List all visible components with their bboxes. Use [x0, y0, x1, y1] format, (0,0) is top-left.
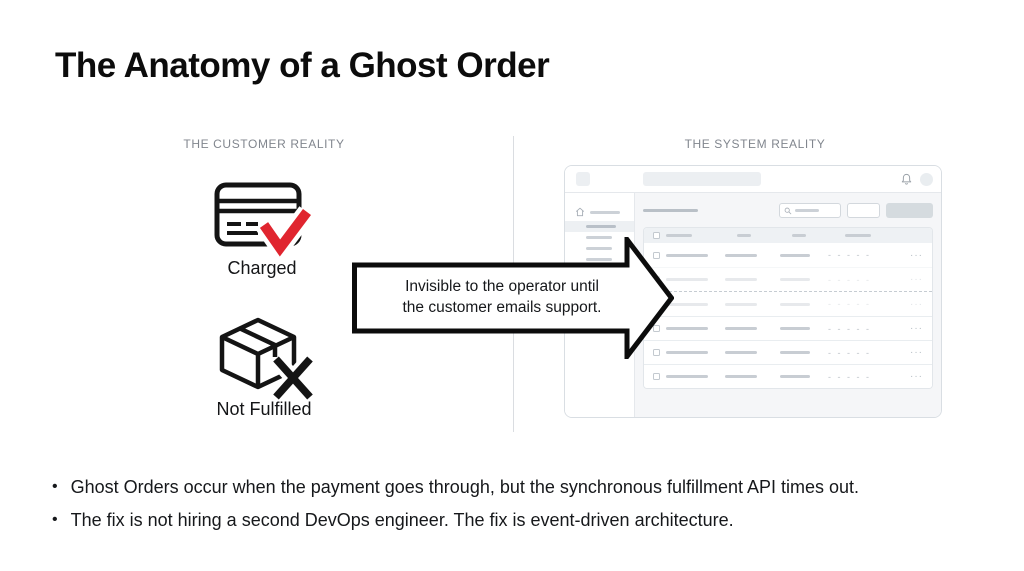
arrow-caption-line2: the customer emails support.: [402, 299, 602, 316]
bell-icon: [901, 173, 912, 185]
order-row: - - - - - ···: [644, 364, 932, 388]
cell-placeholder: [780, 278, 810, 281]
row-checkbox: [653, 325, 660, 332]
not-fulfilled-label: Not Fulfilled: [216, 399, 312, 419]
bullet-text: Ghost Orders occur when the payment goes…: [70, 477, 860, 497]
page-title: The Anatomy of a Ghost Order: [55, 46, 550, 85]
cell-dashes: - - - - -: [828, 299, 871, 309]
row-checkbox: [653, 349, 660, 356]
row-actions-ellipsis: ···: [910, 347, 923, 358]
sidebar-item: [565, 232, 634, 243]
sidebar-item-active: [565, 221, 634, 232]
cell-placeholder: [725, 351, 757, 354]
orders-table: - - - - -···- - - - -···- - - - -···- - …: [643, 227, 933, 389]
bullet-item: • The fix is not hiring a second DevOps …: [52, 507, 1002, 533]
filter-input: [847, 203, 880, 218]
cell-placeholder: [780, 327, 810, 330]
cell-placeholder: [780, 302, 810, 306]
home-icon: [575, 207, 585, 217]
invisible-arrow: [352, 237, 674, 359]
avatar: [920, 172, 933, 186]
system-reality-label: THE SYSTEM REALITY: [684, 137, 826, 151]
order-row: - - - - - ···: [644, 243, 932, 267]
row-actions-ellipsis: ···: [910, 371, 923, 382]
row-actions-ellipsis: ···: [910, 298, 923, 310]
cell-placeholder: [725, 327, 757, 330]
cell-placeholder: [666, 327, 708, 330]
credit-card-check-icon: [212, 179, 315, 265]
row-checkbox: [653, 373, 660, 380]
cell-placeholder: [666, 351, 708, 354]
order-row: - - - - - ···: [644, 316, 932, 340]
cell-placeholder: [725, 375, 757, 378]
cell-placeholder: [666, 278, 708, 281]
sidebar-item: [565, 254, 634, 265]
ghost-row-divider: [644, 291, 932, 292]
cell-dashes: - - - - -: [828, 323, 871, 334]
takeaway-bullets: • Ghost Orders occur when the payment go…: [52, 474, 1002, 540]
cell-dashes: - - - - -: [828, 371, 871, 382]
cell-placeholder: [666, 302, 708, 306]
customer-reality-label: THE CUSTOMER REALITY: [183, 137, 345, 151]
cell-placeholder: [780, 375, 810, 378]
cell-placeholder: [666, 253, 708, 257]
cell-placeholder: [666, 375, 708, 378]
cell-placeholder: [725, 302, 757, 306]
action-button: [886, 203, 933, 218]
bullet-marker: •: [52, 478, 58, 495]
mockup-table-body: - - - - -···- - - - -···- - - - -···- - …: [644, 243, 932, 388]
bullet-text: The fix is not hiring a second DevOps en…: [70, 510, 734, 530]
table-header-row: [644, 228, 932, 243]
ghost-order-row: - - - - - ···: [644, 267, 932, 291]
cell-placeholder: [780, 253, 810, 257]
bullet-marker: •: [52, 511, 58, 528]
order-row: - - - - - ···: [644, 340, 932, 364]
row-actions-ellipsis: ···: [910, 323, 923, 334]
cell-dashes: - - - - -: [828, 250, 871, 260]
cell-dashes: - - - - -: [828, 347, 871, 358]
logo-placeholder: [576, 172, 590, 186]
row-checkbox: [653, 251, 660, 259]
page-heading-placeholder: [643, 209, 698, 212]
arrow-caption-line1: Invisible to the operator until: [405, 278, 599, 295]
sidebar-item: [565, 243, 634, 254]
search-input: [779, 203, 841, 218]
mockup-main: - - - - -···- - - - -···- - - - -···- - …: [635, 193, 941, 417]
bullet-item: • Ghost Orders occur when the payment go…: [52, 474, 1002, 500]
cell-dashes: - - - - -: [828, 274, 871, 285]
search-icon: [784, 207, 792, 214]
ghost-order-row: - - - - - ···: [644, 292, 932, 316]
charged-label: Charged: [227, 258, 297, 278]
cell-placeholder: [780, 351, 810, 354]
cell-placeholder: [725, 278, 757, 281]
cell-placeholder: [725, 253, 757, 257]
row-actions-ellipsis: ···: [910, 249, 923, 261]
package-x-icon: [216, 316, 316, 407]
row-actions-ellipsis: ···: [910, 274, 923, 285]
topbar-search-placeholder: [643, 172, 761, 186]
arrow-caption: Invisible to the operator until the cust…: [368, 276, 636, 318]
header-checkbox: [653, 232, 660, 239]
mockup-topbar: [565, 166, 941, 193]
sidebar-item-home: [565, 203, 634, 221]
